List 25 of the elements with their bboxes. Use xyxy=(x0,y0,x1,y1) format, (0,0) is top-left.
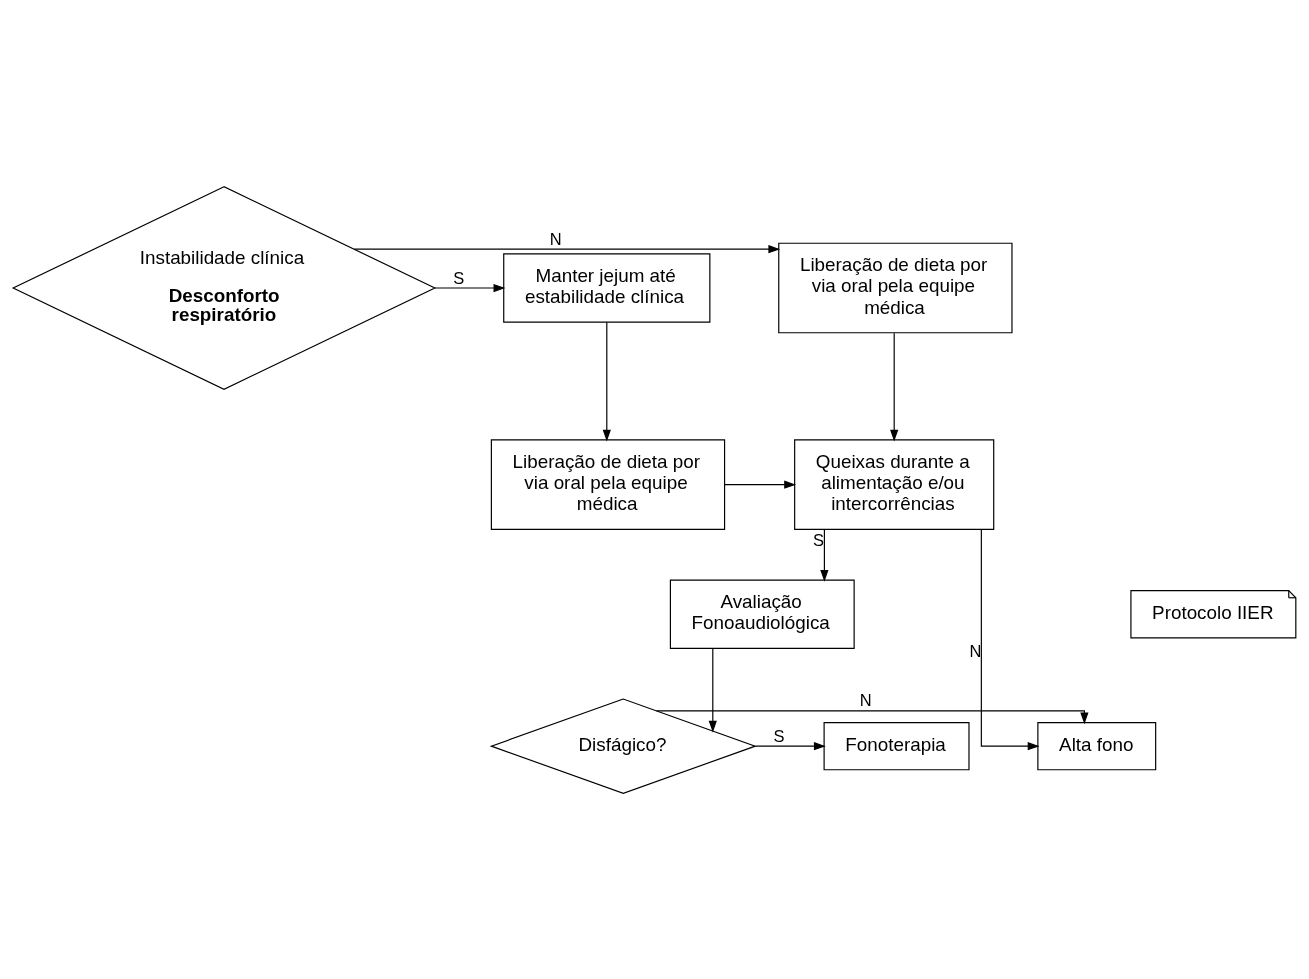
arrow xyxy=(434,283,506,292)
node-diamond: Instabilidade clínica Desconforto respiratório xyxy=(11,185,437,390)
node-box: Liberação de dieta por via oral pela equipe médica xyxy=(490,438,726,530)
edge-label: N xyxy=(549,229,562,248)
arrow xyxy=(602,321,611,442)
arrow xyxy=(820,528,829,582)
arrow xyxy=(353,244,781,253)
node-box: Manter jejum até estabilidade clínica xyxy=(503,252,711,323)
node-box: Liberação de dieta por via oral pela equipe médica xyxy=(778,242,1013,333)
node-box: Queixas durante a alimentação e/ou intercorrências xyxy=(794,438,995,530)
arrow xyxy=(980,528,1040,750)
arrow xyxy=(754,741,826,750)
edge-label: N xyxy=(859,690,872,709)
arrow xyxy=(708,647,717,732)
arrow xyxy=(890,332,899,442)
node-box: Fonoterapia xyxy=(823,721,970,770)
node-box: Avaliação Fonoaudiológica xyxy=(669,579,855,649)
arrow xyxy=(724,480,796,489)
edge-label: N xyxy=(969,641,982,660)
node-box: Alta fono xyxy=(1037,721,1157,770)
edge-label: S xyxy=(773,726,785,745)
node-diamond: Disfágico? xyxy=(489,697,757,794)
arrow xyxy=(655,709,1089,724)
edge-label: S xyxy=(813,530,825,549)
edge-label: S xyxy=(453,268,465,287)
